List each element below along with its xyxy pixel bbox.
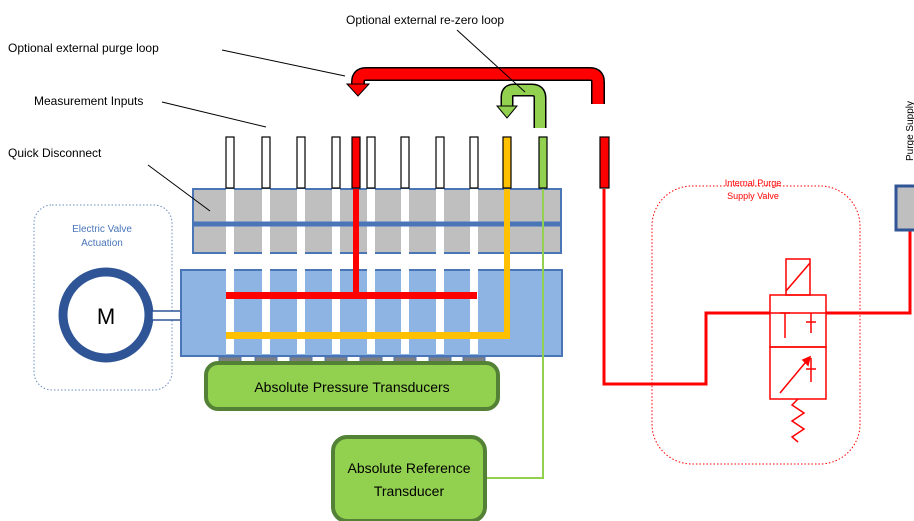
rezero-manifold-line: [226, 332, 510, 339]
external-purge-tube: [599, 136, 610, 189]
reference-line: [484, 189, 544, 479]
electric-valve-label-line1: Electric Valve: [72, 224, 132, 235]
absolute-pressure-transducers-box: [204, 361, 500, 411]
purge-loop-arrow: [352, 68, 604, 104]
absolute-reference-transducer-box: [331, 435, 487, 521]
measurement-input-tubes: [225, 136, 479, 189]
purge-supply-feed-line: [826, 230, 912, 315]
rezero-loop-arrowhead: [495, 105, 519, 119]
internal-purge-label-line2: Supply Valve: [727, 191, 779, 201]
purge-supply-label: Purge Supply: [905, 101, 914, 161]
motor-icon: [58, 267, 154, 363]
motor-shaft: [151, 310, 183, 321]
purge-supply-block: [894, 184, 914, 232]
quick-disconnect-label: Quick Disconnect: [8, 146, 102, 160]
purge-input-tube: [351, 136, 361, 189]
rezero-loop-label: Optional external re-zero loop: [346, 13, 504, 27]
rezero-orange-tube: [502, 136, 512, 189]
measurement-inputs-label: Measurement Inputs: [34, 94, 143, 108]
internal-purge-valve-box: [651, 185, 861, 465]
rezero-vertical-line: [504, 189, 510, 338]
purge-supply-line: [602, 189, 770, 386]
rezero-loop-leader: [456, 29, 526, 93]
measurement-inputs-leader: [161, 101, 267, 128]
electric-valve-label-line2: Actuation: [81, 238, 123, 249]
purge-vertical-line: [353, 189, 359, 297]
input-channels: [226, 189, 478, 354]
absolute-reference-label-line1: Absolute Reference: [348, 460, 471, 476]
purge-loop-label: Optional external purge loop: [8, 41, 159, 55]
internal-purge-label-line1: Internal Purge: [725, 178, 782, 188]
purge-manifold-line: [226, 292, 477, 299]
quick-disconnect-block: [192, 188, 562, 254]
electric-valve-actuation-box: [33, 204, 173, 391]
motor-label: M: [97, 304, 115, 329]
absolute-reference-label-line2: Transducer: [374, 483, 445, 499]
purge-loop-leader: [221, 49, 346, 77]
absolute-pressure-label: Absolute Pressure Transducers: [254, 379, 449, 395]
solenoid-valve-symbol: [769, 258, 827, 443]
reference-green-tube: [538, 136, 548, 189]
quick-disconnect-leader: [147, 164, 211, 212]
purge-loop-arrowhead: [345, 83, 371, 97]
